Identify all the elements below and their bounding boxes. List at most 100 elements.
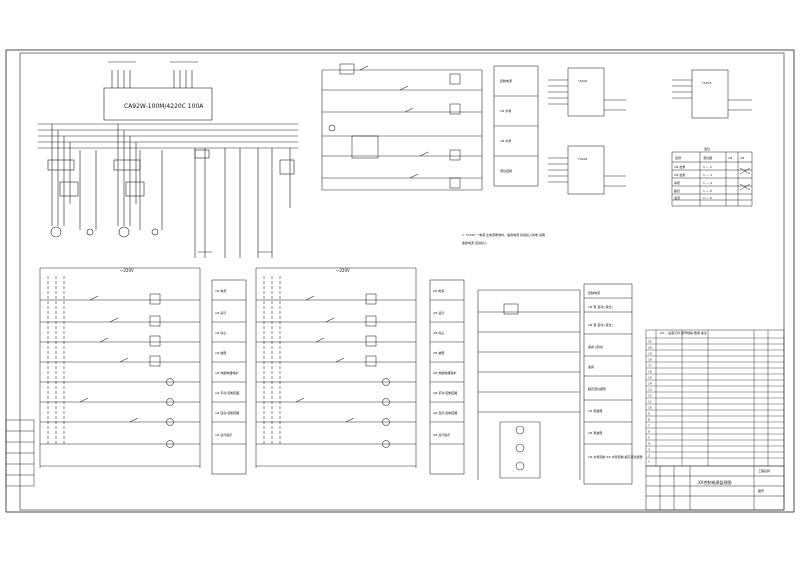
bom-row-index: 9 bbox=[648, 412, 650, 416]
panel-b-item-2: 2# 停止 bbox=[433, 330, 444, 335]
panel-b-item-6: 2# 自动 控制回路 bbox=[433, 410, 457, 415]
panel-b-item-3: 2# 故障 bbox=[433, 350, 444, 355]
bom-row-index: 16 bbox=[648, 370, 652, 374]
panel-b-item-5: 2# 手动 控制回路 bbox=[433, 390, 457, 395]
panel-a-item-6: 1# 自动 控制回路 bbox=[215, 410, 239, 415]
level-row-1-val: 1 — 3 bbox=[703, 173, 712, 177]
level-table-title: 液位 bbox=[704, 146, 710, 151]
ladder-2 bbox=[255, 267, 417, 468]
bom-row-index: 10 bbox=[648, 406, 652, 410]
panel-b bbox=[429, 279, 465, 475]
note-line-1: 1. YCS2P 一电源 主电源断电时，备用电源 自动投入供电 说明 bbox=[462, 232, 545, 237]
panel-a-item-7: 1# 运行指示 bbox=[215, 432, 232, 437]
title-block bbox=[645, 465, 785, 511]
motor-2-icon bbox=[118, 226, 130, 238]
sheet-border-outer bbox=[5, 49, 795, 513]
bom-row-index: 4 bbox=[648, 442, 650, 446]
panel-b-item-0: 2# 电源 bbox=[433, 288, 444, 293]
panel-c-item-5: 超高液位报警 bbox=[588, 386, 606, 391]
bom-row-index: 7 bbox=[648, 424, 650, 428]
panel-c-item-4: 备用 bbox=[588, 364, 594, 369]
bom-row-index: 19 bbox=[648, 352, 652, 356]
panel-a-item-0: 1# 电源 bbox=[215, 288, 226, 293]
note-line-2: 备用电源 自动投入 bbox=[462, 240, 487, 245]
level-row-4-name: 溢流 bbox=[674, 195, 680, 200]
bom-row-index: 6 bbox=[648, 430, 650, 434]
level-row-0-name: 1# 启泵 bbox=[674, 164, 685, 169]
bom-row-index: 3 bbox=[648, 448, 650, 452]
panel-c-item-6: 1# 泵故障 bbox=[588, 408, 602, 413]
panel-c-item-3: 备用 (自动) bbox=[588, 344, 603, 349]
bom-row-index: 8 bbox=[648, 418, 650, 422]
panel-a-item-1: 1# 运行 bbox=[215, 310, 226, 315]
title-block-sheet: 图号 bbox=[758, 488, 764, 493]
contactor-box bbox=[103, 87, 213, 121]
ladder-1 bbox=[39, 267, 201, 468]
power-circuit bbox=[38, 61, 298, 258]
bom-row-index: 12 bbox=[648, 394, 652, 398]
top-panel-item-3: 液位控制 bbox=[500, 168, 512, 173]
title-block-project: 工程名称 bbox=[758, 468, 770, 473]
top-panel-item-0: 控制电源 bbox=[500, 78, 512, 83]
level-table-header-0: 名称 bbox=[675, 155, 681, 160]
lamp-2-icon bbox=[515, 443, 525, 453]
bom-row-index: 2 bbox=[648, 454, 650, 458]
panel-b-item-1: 2# 运行 bbox=[433, 310, 444, 315]
lamp-1-icon bbox=[515, 425, 525, 435]
panel-c-item-8: 1# 水泵控制 2# 水泵控制 超高液位报警 bbox=[588, 454, 643, 459]
bom-row-index: 1 bbox=[648, 460, 650, 464]
lamp-3-icon bbox=[515, 461, 525, 471]
bom-row-index: 5 bbox=[648, 436, 650, 440]
level-row-3-name: 超高 bbox=[674, 188, 680, 193]
panel-c bbox=[583, 283, 633, 485]
panel-c-item-2: 2# 泵 自动 (液位) bbox=[588, 322, 613, 327]
motor-1-icon bbox=[50, 226, 62, 238]
level-row-2-val: 1 — 4 bbox=[703, 181, 712, 185]
panel-a bbox=[211, 279, 247, 475]
level-row-1-name: 2# 启泵 bbox=[674, 172, 685, 177]
level-table-header-1: 液位器 bbox=[703, 155, 712, 160]
level-table-header-2: 1# bbox=[728, 156, 733, 160]
bom-row-index: 15 bbox=[648, 376, 652, 380]
module-label-0: YS201 bbox=[578, 79, 588, 83]
bom-row-index: 11 bbox=[648, 400, 652, 404]
panel-a-item-3: 1# 故障 bbox=[215, 350, 226, 355]
top-panel-item-1: 1# 水泵 bbox=[500, 108, 511, 113]
top-signal-panel bbox=[493, 65, 539, 187]
panel-a-item-2: 1# 停止 bbox=[215, 330, 226, 335]
title-block-drawing-name: XX控制电源监视图 bbox=[698, 479, 731, 485]
top-panel-item-2: 2# 水泵 bbox=[500, 138, 511, 143]
section-label-1: ~220V bbox=[336, 268, 350, 273]
panel-b-item-7: 2# 运行指示 bbox=[433, 432, 450, 437]
panel-c-item-1: 1# 泵 自动 (液位) bbox=[588, 304, 613, 309]
panel-c-item-7: 2# 泵故障 bbox=[588, 430, 602, 435]
sheet-border-inner bbox=[19, 52, 785, 511]
level-modules bbox=[548, 67, 752, 195]
bom-row-index: 14 bbox=[648, 382, 652, 386]
panel-b-item-4: 2# 热继电器保护 bbox=[433, 370, 456, 375]
contactor-label: CA92W-100M/4220C 100A bbox=[124, 103, 204, 110]
control-circuit-top bbox=[321, 63, 483, 191]
bom-row-index: 21 bbox=[648, 340, 652, 344]
bom-title: XX— 设备元件 型号规格 数量 备注 bbox=[660, 330, 707, 335]
level-table bbox=[671, 151, 753, 207]
bom-row-index: 18 bbox=[648, 358, 652, 362]
panel-a-item-5: 1# 手动 控制回路 bbox=[215, 390, 239, 395]
section-label-0: ~220V bbox=[120, 268, 134, 273]
level-table-header-3: 2# bbox=[740, 156, 745, 160]
bom-row-index: 20 bbox=[648, 346, 652, 350]
panel-a-item-4: 1# 热继电器保护 bbox=[215, 370, 238, 375]
panel-c-item-0: 控制电源 bbox=[588, 290, 600, 295]
level-row-3-val: 1 — 5 bbox=[703, 189, 712, 193]
level-row-2-name: 停泵 bbox=[674, 180, 680, 185]
level-row-4-val: 1 — 6 bbox=[703, 196, 712, 200]
module-label-1: YS202 bbox=[578, 157, 588, 161]
bom-row-index: 17 bbox=[648, 364, 652, 368]
module-label-2: YS203 bbox=[702, 81, 712, 85]
left-legend bbox=[5, 419, 35, 487]
bom-row-index: 13 bbox=[648, 388, 652, 392]
level-row-0-val: 1 — 2 bbox=[703, 165, 712, 169]
ladder-3 bbox=[477, 289, 581, 480]
